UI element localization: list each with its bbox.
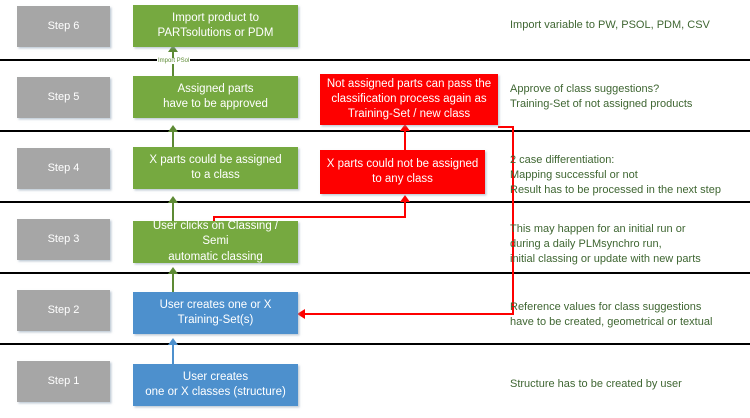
connector-step1-to-step2 — [172, 345, 174, 367]
node-step6-main-text: Import product to PARTsolutions or PDM — [157, 11, 274, 39]
connector-step4-to-step5 — [172, 132, 174, 154]
step-label-text: Step 1 — [47, 375, 80, 388]
step-label-text: Step 5 — [47, 91, 80, 104]
connector-red5-to-step2-horizontal — [305, 313, 514, 315]
connector-red5-down-vertical — [512, 126, 514, 315]
node-step2-main-text: User creates one or X Training-Set(s) — [159, 298, 272, 326]
note-step4: 2 case differentiation: Mapping successf… — [510, 154, 721, 197]
step-label-text: Step 3 — [47, 233, 80, 246]
note-step2: Reference values for class suggestions h… — [510, 301, 713, 329]
step-label-step4: Step 4 — [17, 148, 110, 189]
node-step5-main[interactable]: Assigned parts have to be approved — [133, 76, 298, 118]
node-step5-alt-text: Not assigned parts can pass the classifi… — [326, 77, 492, 121]
connector-step5-to-step6 — [172, 61, 174, 83]
step-label-text: Step 4 — [47, 162, 80, 175]
node-step4-alt-text: X parts could not be assigned to any cla… — [326, 157, 479, 185]
note-step3: This may happen for an initial run or du… — [510, 223, 701, 266]
connector-step5-to-step6-upper — [172, 50, 174, 60]
connector-step3-to-red4-horizontal — [213, 216, 406, 218]
note-step6: Import variable to PW, PSOL, PDM, CSV — [510, 19, 710, 31]
node-step5-main-text: Assigned parts have to be approved — [163, 82, 268, 110]
step-label-step1: Step 1 — [17, 361, 110, 402]
step-label-step6: Step 6 — [17, 6, 110, 47]
connector-red5-out-horizontal — [498, 126, 514, 128]
node-step6-main[interactable]: Import product to PARTsolutions or PDM — [133, 5, 298, 47]
step-label-step3: Step 3 — [17, 219, 110, 260]
step-label-text: Step 2 — [47, 304, 80, 317]
edge-label-import-psol: Import PSol — [157, 58, 191, 64]
node-step3-main[interactable]: User clicks on Classing / Semi automatic… — [133, 220, 298, 263]
node-step1-main[interactable]: User creates one or X classes (structure… — [133, 364, 298, 406]
node-step4-main-text: X parts could be assigned to a class — [149, 153, 282, 181]
node-step3-main-text: User clicks on Classing / Semi automatic… — [152, 220, 279, 263]
note-step1: Structure has to be created by user — [510, 378, 682, 390]
arrowhead-step5-to-step6 — [168, 45, 178, 52]
step-label-text: Step 6 — [47, 20, 80, 33]
row-divider-1 — [0, 59, 750, 61]
step-label-step5: Step 5 — [17, 77, 110, 118]
connector-step3-to-red4-stub — [213, 216, 215, 224]
row-divider-2 — [0, 130, 750, 132]
note-step5: Approve of class suggestions? Training-S… — [510, 83, 693, 111]
connector-step3-to-step4 — [172, 203, 174, 225]
row-divider-4 — [0, 272, 750, 274]
node-step5-alt[interactable]: Not assigned parts can pass the classifi… — [320, 74, 498, 125]
node-step4-alt[interactable]: X parts could not be assigned to any cla… — [320, 150, 485, 194]
arrowhead-step3-to-step4 — [168, 196, 178, 203]
connector-step3-to-red4-vertical — [404, 202, 406, 217]
arrowhead-into-red-step5 — [400, 124, 410, 131]
connector-red4-to-red5 — [404, 131, 406, 150]
node-step1-main-text: User creates one or X classes (structure… — [145, 370, 286, 398]
arrowhead-step1-to-step2 — [168, 338, 178, 345]
arrowhead-step4-to-step5 — [168, 125, 178, 132]
arrowhead-step2-to-step3 — [168, 267, 178, 274]
node-step2-main[interactable]: User creates one or X Training-Set(s) — [133, 292, 298, 334]
step-label-step2: Step 2 — [17, 290, 110, 331]
arrowhead-into-step2 — [297, 309, 305, 319]
row-divider-5 — [0, 343, 750, 345]
connector-step2-to-step3 — [172, 274, 174, 296]
arrowhead-into-red-step4 — [400, 195, 410, 202]
node-step4-main[interactable]: X parts could be assigned to a class — [133, 147, 298, 189]
row-divider-3 — [0, 201, 750, 203]
